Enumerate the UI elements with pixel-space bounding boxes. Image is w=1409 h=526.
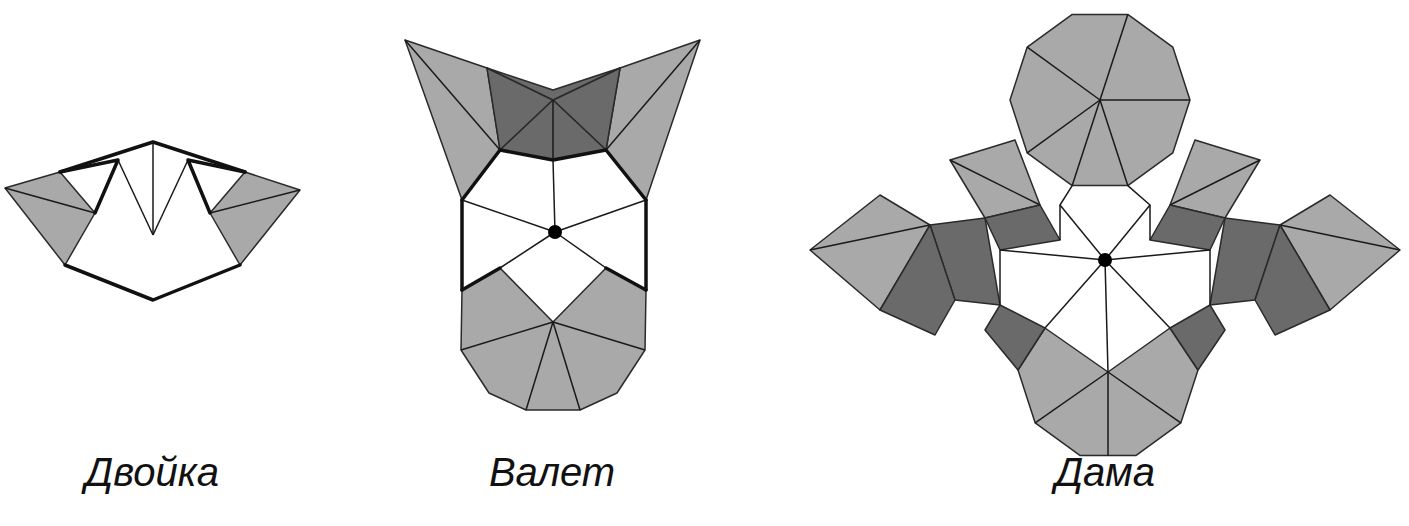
jack-figure [405,40,700,410]
queen-figure [810,14,1400,455]
figure-caption: Двойка [85,450,219,494]
figure-caption: Дама [1055,450,1155,494]
figure-caption: Валет [489,450,615,494]
deuce-figure [5,142,300,300]
